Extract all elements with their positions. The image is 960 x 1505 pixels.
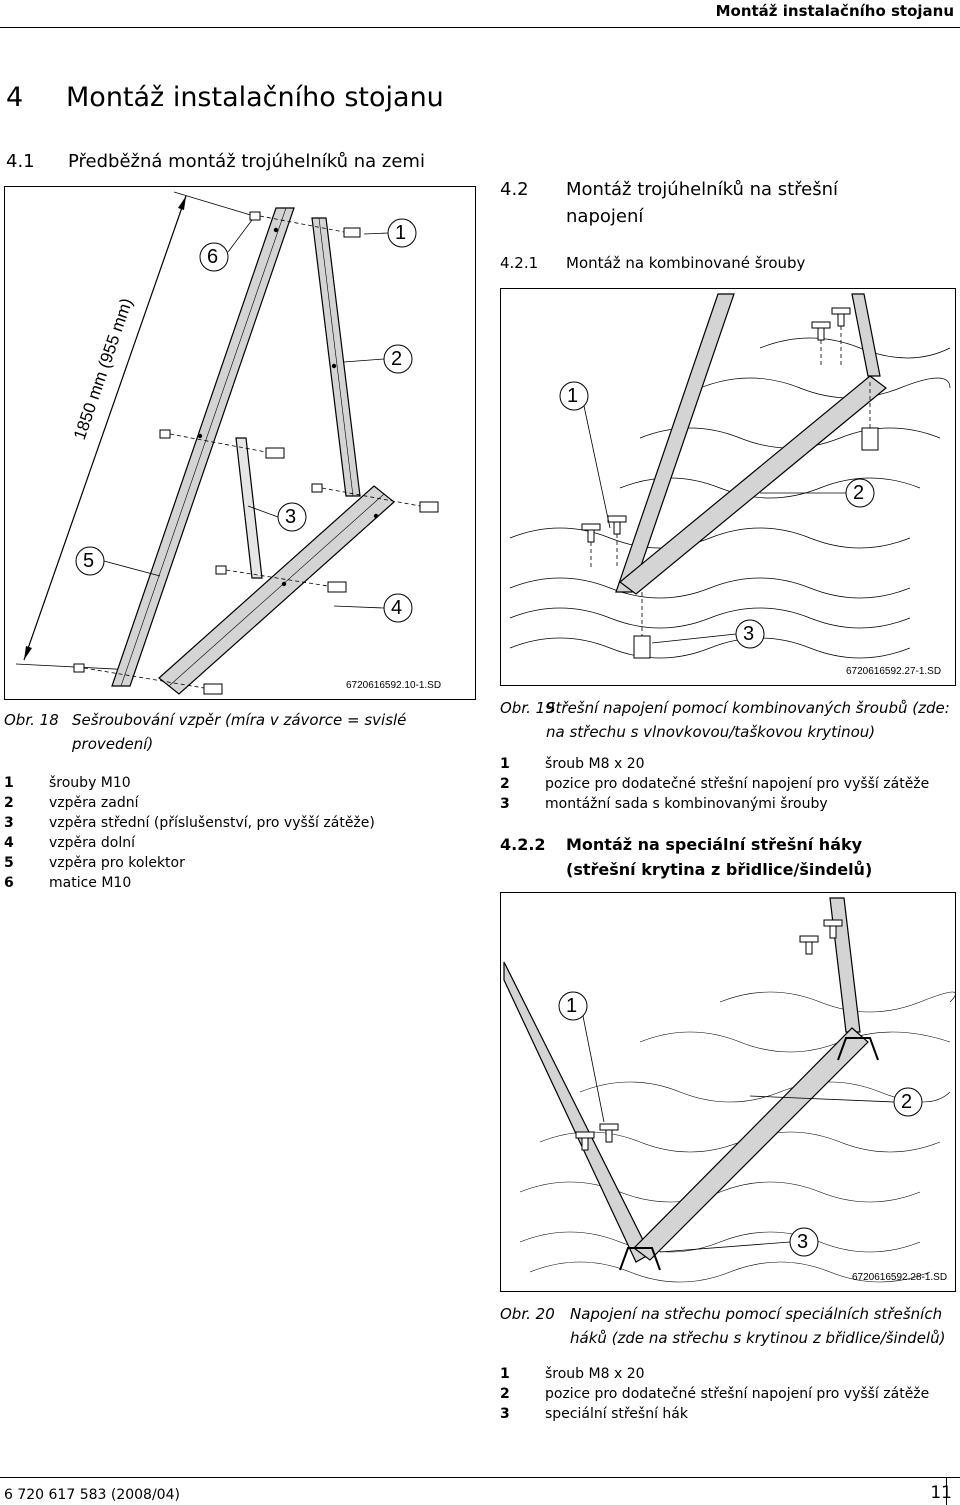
figure-18: 1 2 3 4 5 6 1850 mm (955 mm) 6720616592.… — [4, 186, 476, 700]
section-number: 4.2.2 — [500, 835, 546, 854]
figure-code: 6720616592.10-1.SD — [346, 680, 442, 691]
callout-1: 1 — [566, 995, 578, 1017]
callout-2: 2 — [901, 1091, 913, 1113]
section-number: 4.2.1 — [500, 254, 539, 272]
section-number: 4.2 — [500, 179, 529, 200]
callout-2: 2 — [391, 348, 403, 370]
caption-prefix: Obr. 18 — [4, 711, 59, 729]
section-4-1-heading: 4.1 Předběžná montáž trojúhelníků na zem… — [6, 148, 476, 178]
caption-prefix: Obr. 20 — [500, 1305, 555, 1323]
caption-text: Sešroubování vzpěr (míra v závorce = svi… — [72, 711, 407, 753]
callout-3: 3 — [285, 506, 297, 528]
section-4-2-heading: 4.2 Montáž trojúhelníků na střešní napoj… — [500, 176, 940, 236]
figure-20-drawing — [500, 892, 956, 1292]
figure-19-drawing — [500, 288, 956, 686]
document-number: 6 720 617 583 (2008/04) — [4, 1487, 180, 1503]
figure-18-caption: Obr. 18 Sešroubování vzpěr (míra v závor… — [4, 708, 474, 758]
caption-text: Napojení na střechu pomocí speciálních s… — [570, 1305, 946, 1347]
chapter-heading: 4 Montáž instalačního stojanu — [6, 82, 444, 113]
chapter-number: 4 — [6, 82, 24, 113]
figure-code: 6720616592.28-1.SD — [852, 1272, 948, 1283]
page-number: 11 — [930, 1483, 952, 1503]
section-title: Předběžná montáž trojúhelníků na zemi — [68, 151, 425, 172]
footer-divider — [946, 1478, 947, 1505]
section-number: 4.1 — [6, 151, 35, 172]
callout-1: 1 — [567, 385, 579, 407]
caption-prefix: Obr. 19 — [500, 699, 555, 717]
section-title: Montáž na speciální střešní háky (střešn… — [566, 835, 873, 879]
section-4-2-1-heading: 4.2.1 Montáž na kombinované šrouby — [500, 254, 940, 280]
caption-text: Střešní napojení pomocí kombinovaných šr… — [546, 699, 950, 741]
figure-20: 1 2 3 6720616592.28-1.SD — [500, 892, 956, 1292]
callout-4: 4 — [391, 597, 403, 619]
callout-5: 5 — [83, 550, 95, 572]
callout-6: 6 — [207, 246, 219, 268]
section-title: Montáž na kombinované šrouby — [566, 254, 806, 272]
figure-19-caption: Obr. 19 Střešní napojení pomocí kombinov… — [500, 696, 956, 746]
figure-code: 6720616592.27-1.SD — [846, 666, 942, 677]
header-rule — [0, 27, 960, 28]
figure-19: 1 2 3 6720616592.27-1.SD — [500, 288, 956, 686]
section-4-2-2-heading: 4.2.2 Montáž na speciální střešní háky (… — [500, 832, 950, 882]
figure-18-drawing — [4, 186, 476, 700]
section-title: Montáž trojúhelníků na střešní napojení — [566, 179, 839, 227]
callout-3: 3 — [797, 1231, 809, 1253]
chapter-title: Montáž instalačního stojanu — [66, 82, 444, 113]
callout-1: 1 — [395, 222, 407, 244]
callout-3: 3 — [743, 623, 755, 645]
callout-2: 2 — [853, 482, 865, 504]
figure-20-caption: Obr. 20 Napojení na střechu pomocí speci… — [500, 1302, 956, 1352]
footer-rule — [0, 1477, 960, 1478]
running-header: Montáž instalačního stojanu — [715, 2, 954, 20]
